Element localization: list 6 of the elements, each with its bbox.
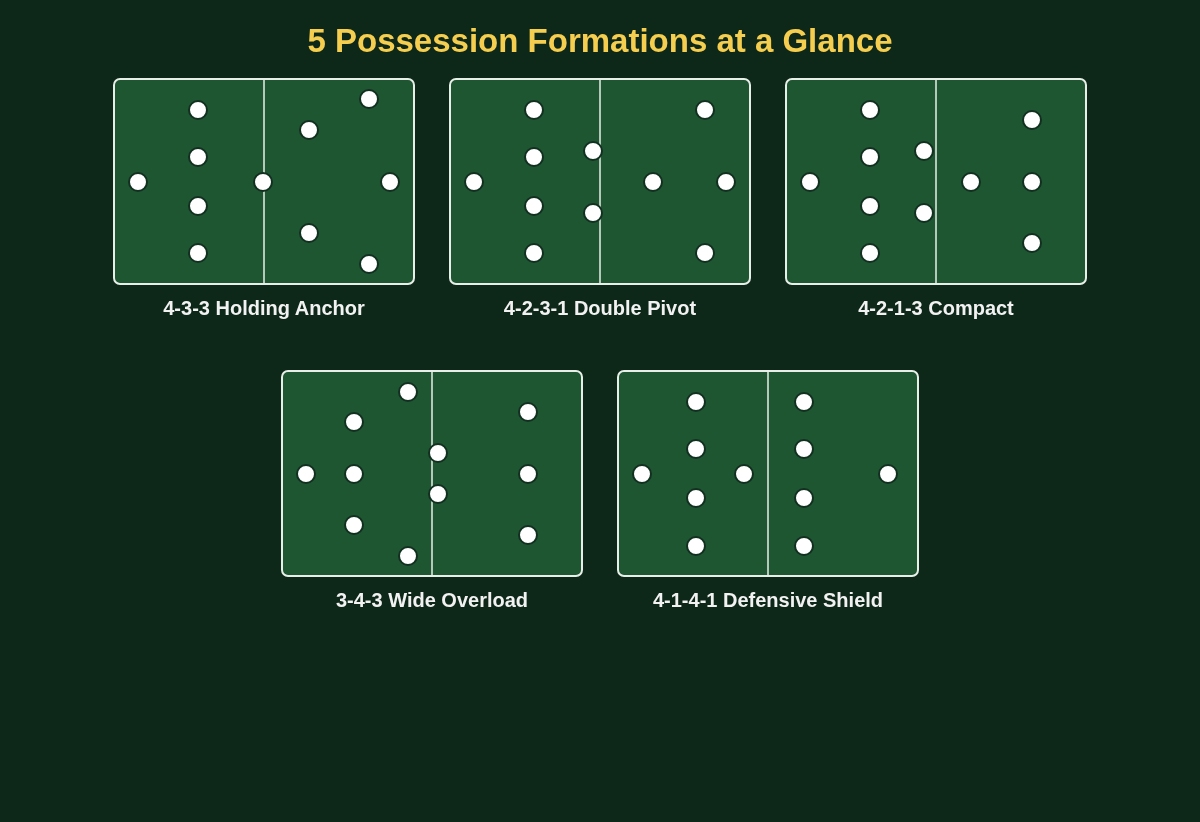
formation-caption: 4-2-1-3 Compact	[858, 297, 1014, 320]
formation-caption: 4-2-3-1 Double Pivot	[503, 297, 697, 320]
page-title: 5 Possession Formations at a Glance	[307, 22, 893, 59]
formation-caption: 4-3-3 Holding Anchor	[163, 297, 365, 320]
formation-caption: 3-4-3 Wide Overload	[335, 589, 529, 612]
formation-caption: 4-1-4-1 Defensive Shield	[652, 589, 884, 612]
